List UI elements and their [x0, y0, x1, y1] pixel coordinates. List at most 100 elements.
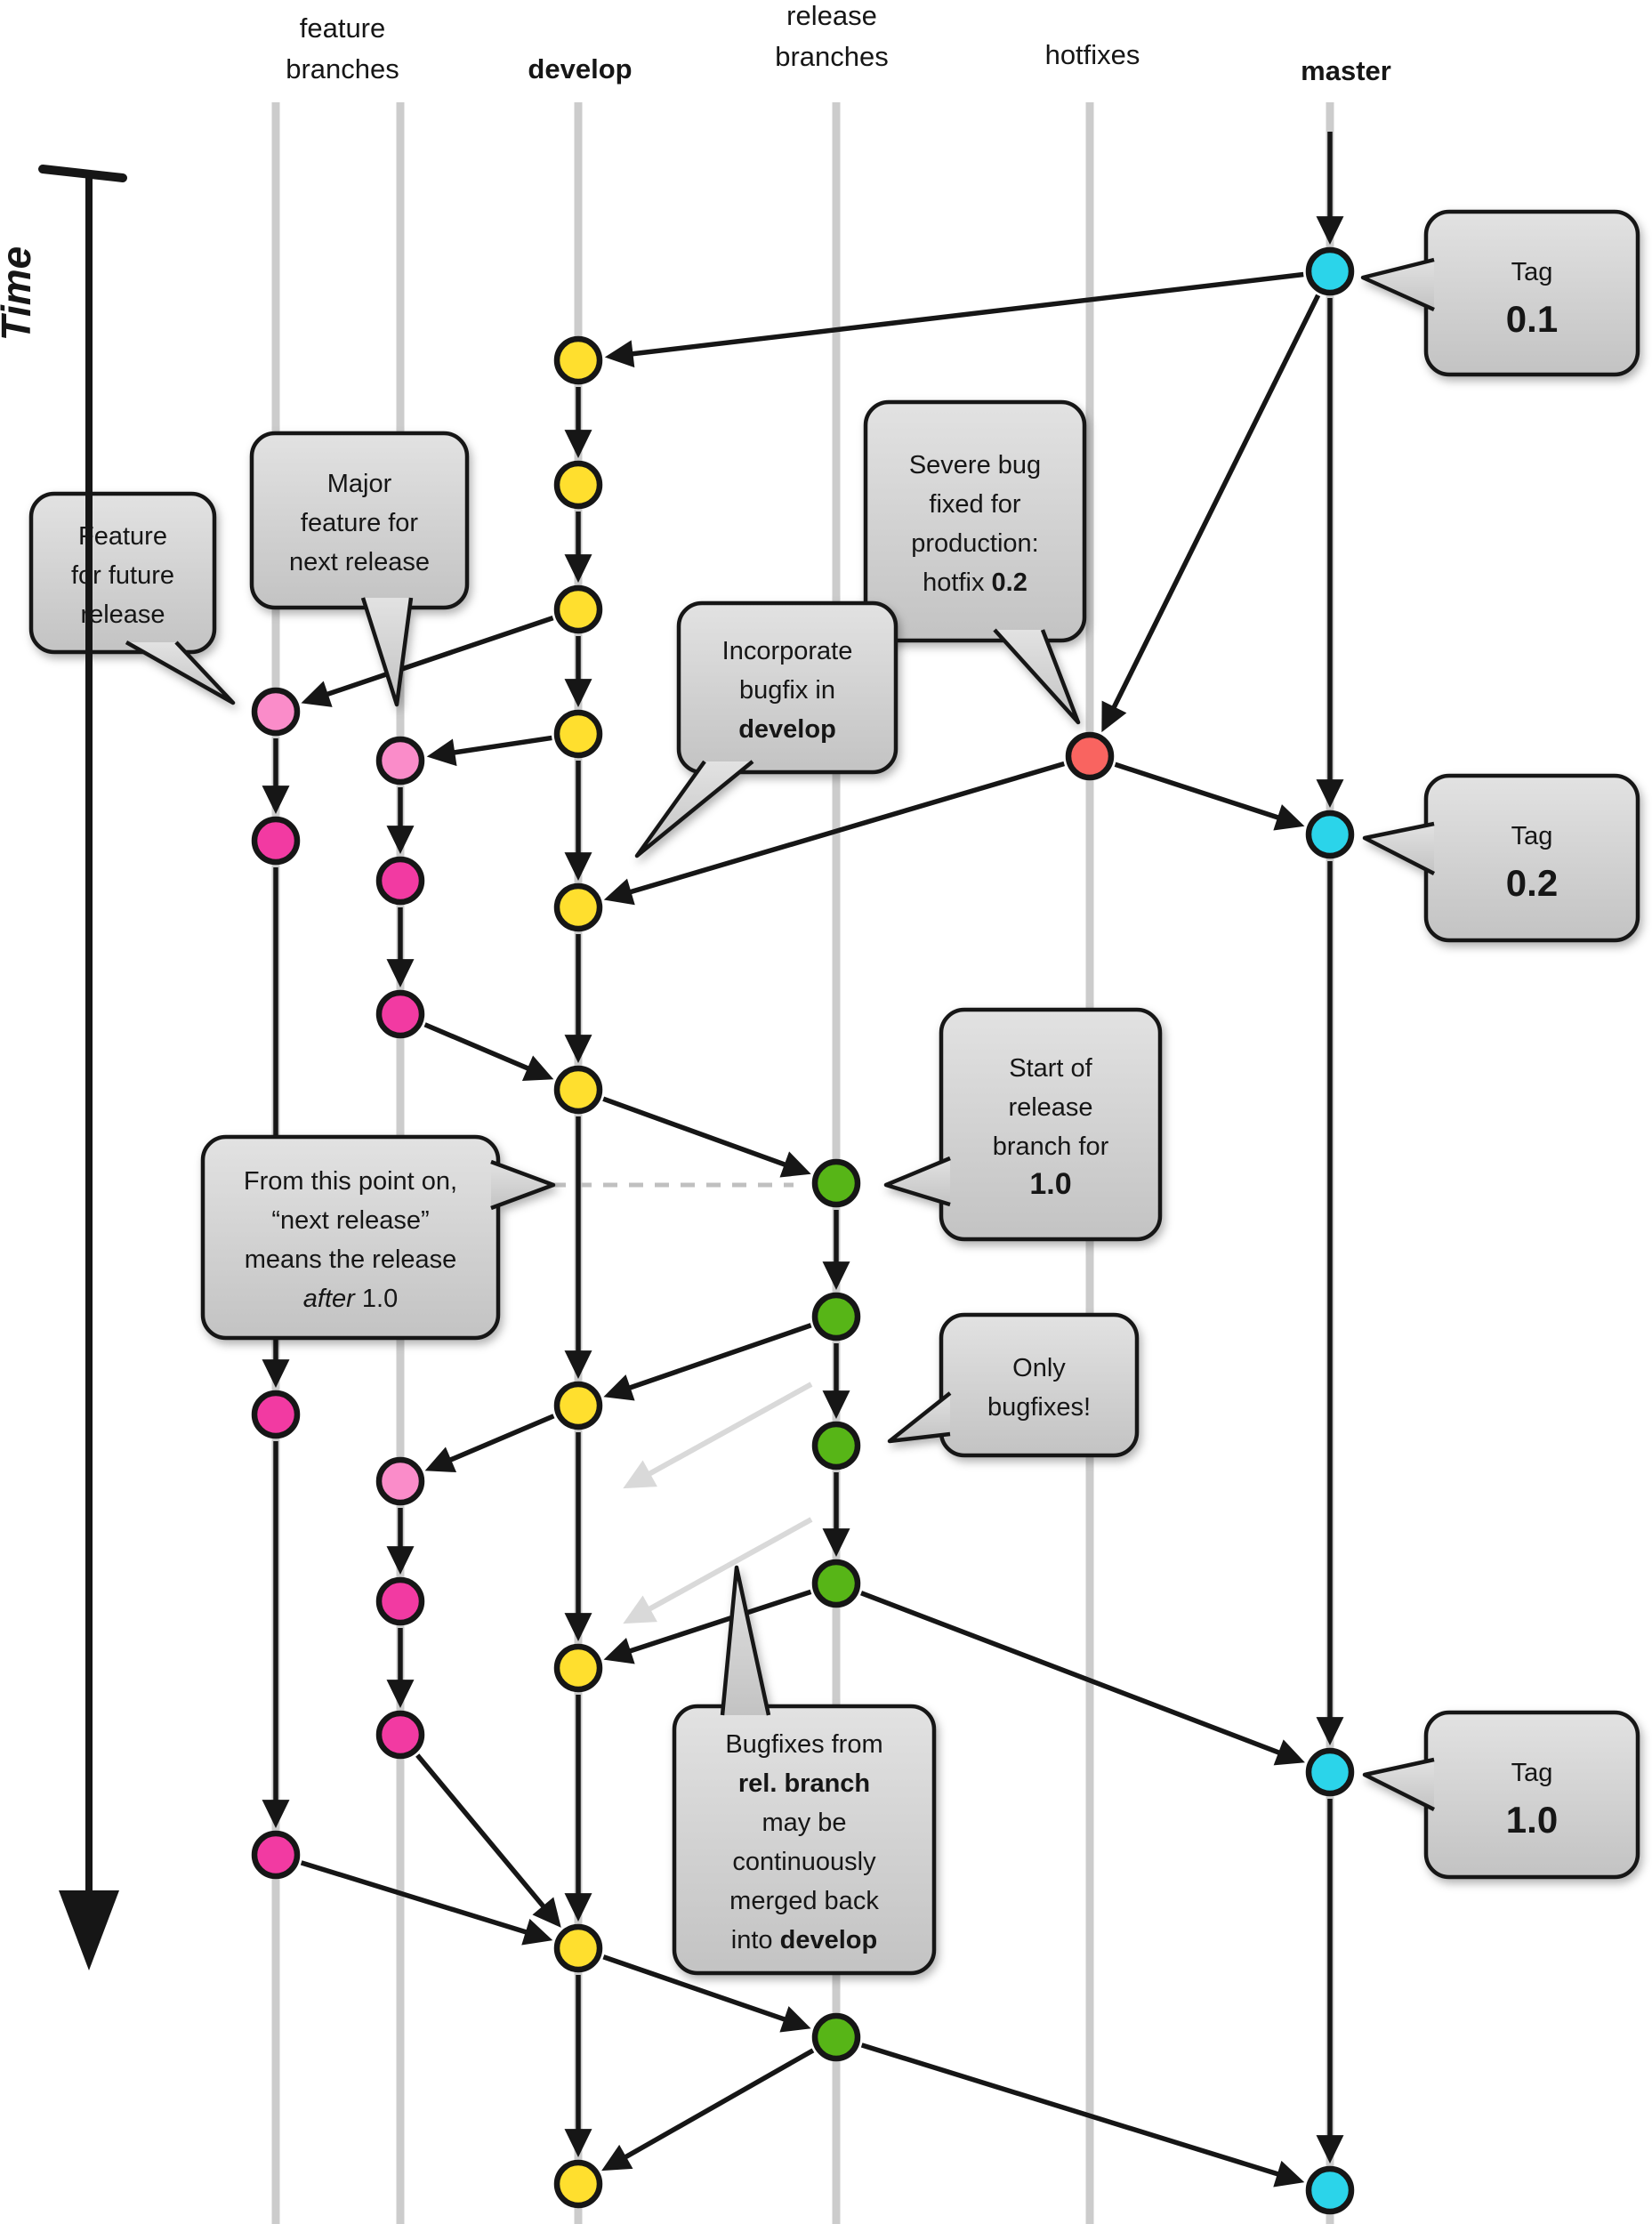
- callout-body: [28, 491, 217, 655]
- callout-from-this-point: From this point on,“next release”means t…: [200, 1134, 556, 1341]
- commit-arrow-d9-r5: [602, 1954, 811, 2033]
- commit-node-r3: [811, 1421, 861, 1471]
- callout-body: [1423, 209, 1640, 377]
- callout-tail: [883, 1156, 951, 1207]
- commit-arrow-r5-m4: [860, 2043, 1305, 2188]
- commit-node-m3: [1305, 1747, 1355, 1797]
- time-axis-label: Time: [0, 246, 39, 342]
- commit-node-d4: [553, 709, 603, 759]
- callout-tail: [490, 1159, 556, 1211]
- callout-body: [939, 1007, 1163, 1242]
- commit-node-h1: [1065, 731, 1115, 781]
- commit-node-f1a: [251, 687, 301, 737]
- commit-node-r4: [811, 1559, 861, 1608]
- commit-arrow-m1-h1: [1101, 294, 1321, 733]
- callout-body: [863, 399, 1087, 643]
- column-header-develop: develop: [528, 53, 632, 85]
- callout-body: [676, 600, 899, 775]
- commit-node-d1: [553, 335, 603, 385]
- callout-tail: [720, 1565, 771, 1716]
- faint-merge-1: [623, 1382, 813, 1489]
- commit-node-d9: [553, 1923, 603, 1973]
- callout-body: [1423, 1710, 1640, 1880]
- commit-node-d5: [553, 882, 603, 932]
- commit-arrow-f1d-d9: [300, 1860, 553, 1946]
- commit-node-f2a: [375, 736, 425, 786]
- faint-merge-layer: [623, 1382, 813, 1624]
- time-axis-arrowhead: [59, 1890, 119, 1970]
- commit-arrow-f2c-d6: [423, 1022, 554, 1082]
- faint-merge-2: [623, 1517, 813, 1624]
- commit-arrow-d4-f2a: [426, 735, 552, 767]
- time-axis: Time: [0, 165, 127, 1970]
- commit-node-r1: [811, 1158, 861, 1208]
- commit-node-d2: [553, 460, 603, 510]
- commit-arrow-r4-m3: [860, 1591, 1305, 1766]
- commit-arrow-h1-d5: [603, 761, 1066, 906]
- callout-text: From this point on,“next release”means t…: [244, 1167, 457, 1313]
- commit-node-d10: [553, 2159, 603, 2209]
- commit-node-d3: [553, 584, 603, 634]
- commit-node-f2d: [375, 1456, 425, 1506]
- column-header-master: master: [1301, 55, 1391, 86]
- callout-tail: [887, 1391, 952, 1444]
- column-header-hotfixes: hotfixes: [1045, 39, 1140, 70]
- callout-tail: [1362, 821, 1436, 876]
- commit-node-d7: [553, 1381, 603, 1430]
- commit-node-f1d: [251, 1830, 301, 1880]
- commit-arrow-m1-d1: [604, 271, 1304, 368]
- commit-node-m1: [1305, 246, 1355, 296]
- commit-node-f2f: [375, 1710, 425, 1760]
- commit-node-f2b: [375, 856, 425, 906]
- commit-arrow-r2-d7: [603, 1323, 812, 1401]
- commit-node-d8: [553, 1643, 603, 1693]
- callout-tail: [125, 641, 236, 705]
- commit-arrow-r5-d10: [601, 2048, 815, 2172]
- callout-body: [1423, 773, 1640, 943]
- commit-node-f1b: [251, 816, 301, 866]
- commit-arrow-d6-r1: [602, 1096, 811, 1178]
- callout-body: [939, 1312, 1140, 1458]
- commit-arrow-d7-f2d: [424, 1414, 555, 1473]
- callout-tail: [1360, 257, 1435, 312]
- callout-tail: [1362, 1757, 1436, 1812]
- commit-arrow-d3-f1a: [301, 616, 554, 707]
- callout-tail: [993, 628, 1081, 725]
- callout-body: [249, 431, 470, 610]
- commit-arrow-r4-d8: [603, 1589, 812, 1664]
- commit-node-f2c: [375, 989, 425, 1039]
- nodes-layer: [251, 246, 1355, 2215]
- commit-node-r5: [811, 2012, 861, 2062]
- commit-arrow-h1-m2: [1114, 761, 1305, 831]
- callout-tail: [360, 597, 414, 707]
- time-axis-top-tick: [38, 165, 127, 182]
- commit-node-m4: [1305, 2165, 1355, 2215]
- commit-node-r2: [811, 1292, 861, 1342]
- commit-node-d6: [553, 1065, 603, 1115]
- callout-tail: [634, 760, 754, 858]
